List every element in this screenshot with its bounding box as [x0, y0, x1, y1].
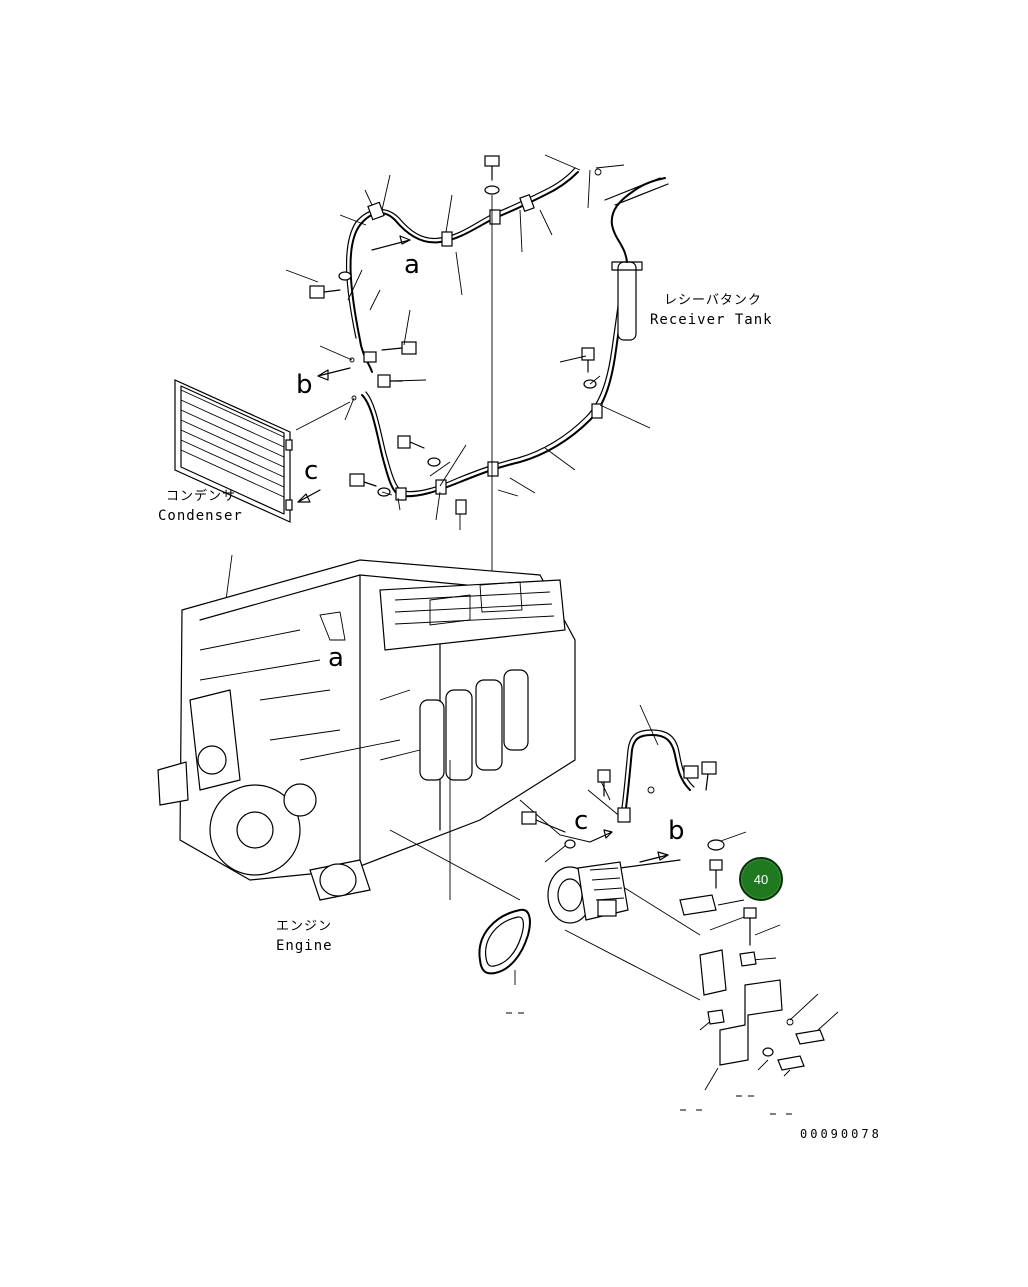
receiver-tank: [594, 168, 669, 341]
drawing-number: 00090078: [800, 1127, 882, 1141]
engine-label-jp: エンジン: [276, 919, 333, 934]
connection-mark-c-lower: c: [574, 806, 589, 836]
engine: [157, 559, 576, 901]
lower-left-fasteners: [521, 811, 576, 849]
connection-mark-b-lower: b: [668, 816, 685, 846]
connection-mark-a-engine: a: [328, 643, 344, 673]
part-callout-40[interactable]: 40: [739, 857, 783, 901]
receiver-tank-label-en: Receiver Tank: [650, 312, 773, 328]
upper-leader-lines: [225, 154, 651, 601]
connection-mark-a-upper: a: [404, 250, 420, 280]
condenser-label-en: Condenser: [158, 508, 243, 524]
condenser: [174, 379, 293, 523]
upper-hose-assembly: [345, 167, 626, 501]
lower-connection-arrows: [589, 829, 681, 869]
compressor: [547, 861, 629, 924]
connection-mark-c-upper: c: [304, 456, 319, 486]
upper-fasteners: [309, 155, 597, 515]
engine-label-en: Engine: [276, 938, 333, 954]
receiver-tank-label-jp: レシーバタンク: [664, 293, 762, 308]
connection-mark-b-upper: b: [296, 370, 313, 400]
v-belt: [478, 908, 531, 975]
compressor-mount: [506, 839, 825, 1115]
condenser-label-jp: コンデンサ: [166, 489, 237, 504]
compressor-hose: [597, 729, 717, 823]
